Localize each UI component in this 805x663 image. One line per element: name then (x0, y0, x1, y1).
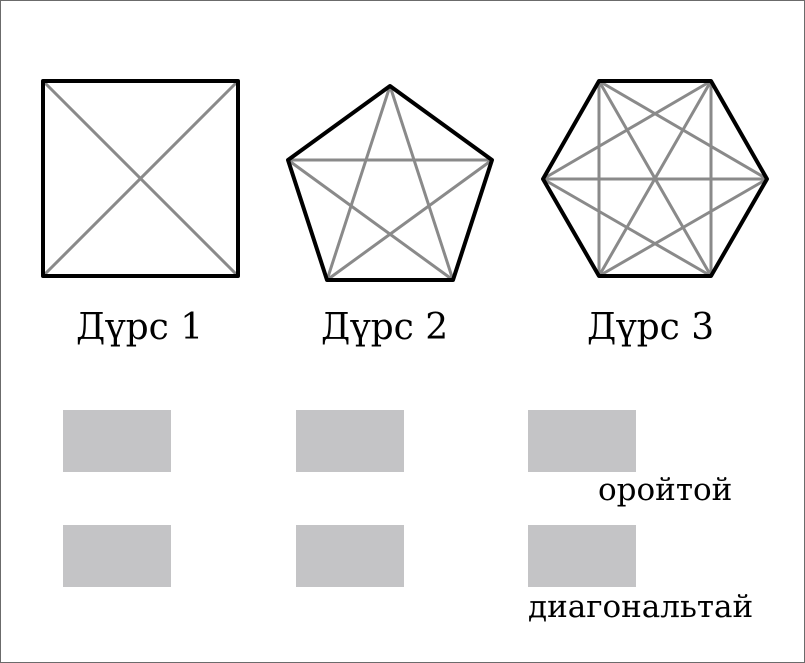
row-label-diagonals: диагональтай (528, 589, 754, 625)
square-outline (41, 79, 240, 278)
answer-box-diagonals-shape-3[interactable] (528, 525, 636, 587)
hexagon-diagonal (597, 177, 769, 278)
answer-box-vertices-shape-3[interactable] (528, 410, 636, 472)
pentagon-diagonal (325, 158, 494, 282)
hexagon-diagonal (541, 177, 713, 278)
shape-3-hexagon (541, 79, 769, 278)
row-label-vertices: оройтой (598, 472, 733, 508)
pentagon-outline (286, 84, 494, 282)
answer-box-diagonals-shape-1[interactable] (63, 525, 171, 587)
shape-1-label: Дүрс 1 (76, 307, 204, 348)
shape-1-square (41, 79, 240, 278)
square-diagonal (41, 79, 240, 278)
shape-2-label: Дүрс 2 (321, 307, 449, 348)
pentagon-diagonal (388, 84, 455, 282)
shape-2-pentagon (286, 84, 494, 282)
pentagon-diagonal (286, 158, 455, 282)
shape-3-label: Дүрс 3 (587, 307, 715, 348)
answer-box-vertices-shape-2[interactable] (296, 410, 404, 472)
answer-box-diagonals-shape-2[interactable] (296, 525, 404, 587)
answer-box-vertices-shape-1[interactable] (63, 410, 171, 472)
hexagon-outline (541, 79, 769, 278)
pentagon-diagonal (325, 84, 392, 282)
hexagon-diagonal (541, 79, 713, 181)
